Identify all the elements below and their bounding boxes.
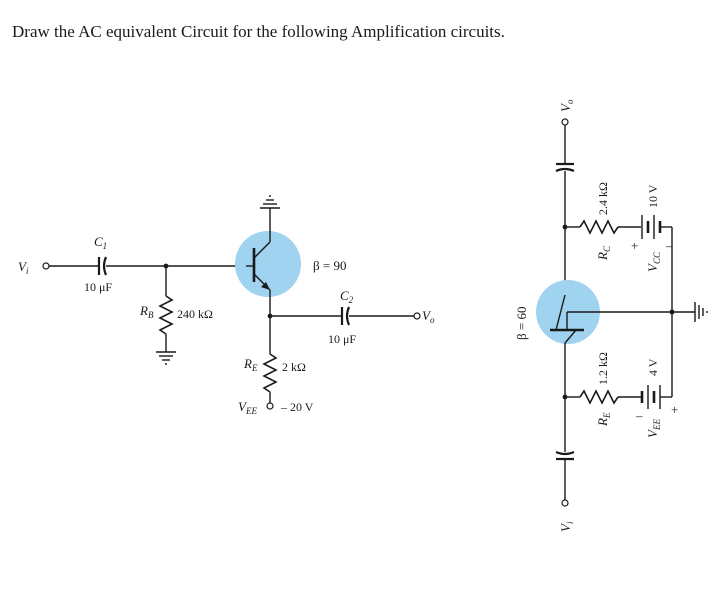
- c2-label-re: RE: [595, 412, 612, 427]
- c1-label-vi: Vi: [18, 259, 29, 276]
- c1-vi-terminal: [42, 262, 50, 270]
- c1-resistor-re: [262, 353, 278, 393]
- c2-capacitor-output: [555, 162, 575, 173]
- c1-value-rb: 240 kΩ: [177, 307, 213, 321]
- c2-ground-base: [694, 302, 708, 322]
- c1-transistor: [235, 208, 301, 297]
- c2-vee-minus: –: [635, 408, 643, 423]
- question-text: Draw the AC equivalent Circuit for the f…: [12, 22, 505, 41]
- c1-vo-terminal: [413, 312, 421, 320]
- c2-vi-terminal: [561, 499, 569, 507]
- c1-value-vee: – 20 V: [280, 400, 314, 414]
- c2-label-vee: VEE: [645, 419, 662, 438]
- c1-resistor-rb: [158, 295, 174, 335]
- c1-value-c1: 10 μF: [84, 280, 112, 294]
- c2-label-beta: β = 60: [514, 307, 529, 340]
- c1-ground-collector: [260, 195, 280, 209]
- c1-value-re: 2 kΩ: [282, 360, 306, 374]
- c1-label-rb: RB: [139, 303, 154, 320]
- c2-resistor-rc: [579, 219, 619, 235]
- c1-label-c1: C1: [94, 234, 107, 251]
- c1-label-beta: β = 90: [313, 258, 346, 273]
- c1-label-vee: VEE: [238, 399, 257, 416]
- c1-value-c2: 10 μF: [328, 332, 356, 346]
- c2-value-vee: 4 V: [646, 358, 660, 376]
- c1-label-re: RE: [243, 356, 258, 373]
- c2-label-vcc: VCC: [645, 251, 662, 272]
- c2-label-vo: Vo: [558, 99, 575, 112]
- c2-vcc-minus: –: [665, 238, 673, 253]
- circuit-2: Vo Vi β = 60 2.4 kΩ RC 10 V VCC + – 1.2 …: [514, 99, 708, 532]
- c2-vo-terminal: [561, 118, 569, 126]
- c2-capacitor-input: [555, 450, 575, 461]
- c1-capacitor-c2: [340, 306, 351, 326]
- c2-vcc-plus: +: [631, 238, 638, 253]
- c1-capacitor-c1: [97, 256, 108, 276]
- c1-label-vo: Vo: [422, 308, 435, 325]
- c2-value-re: 1.2 kΩ: [596, 352, 610, 385]
- c1-vee-terminal: [266, 402, 274, 410]
- c2-battery-vcc: [641, 215, 662, 239]
- c1-ground-rb: [156, 351, 176, 365]
- circuit-1: Vi C1 10 μF RB 240 kΩ β = 90 C2 10 μF Vo…: [18, 195, 435, 416]
- c2-vee-plus: +: [671, 402, 678, 417]
- c1-label-c2: C2: [340, 288, 354, 305]
- c2-battery-vee: [640, 385, 661, 409]
- c2-label-rc: RC: [595, 245, 612, 261]
- c2-value-vcc: 10 V: [646, 184, 660, 208]
- c2-resistor-re: [579, 389, 619, 405]
- c2-value-rc: 2.4 kΩ: [596, 182, 610, 215]
- c2-label-vi: Vi: [558, 521, 575, 532]
